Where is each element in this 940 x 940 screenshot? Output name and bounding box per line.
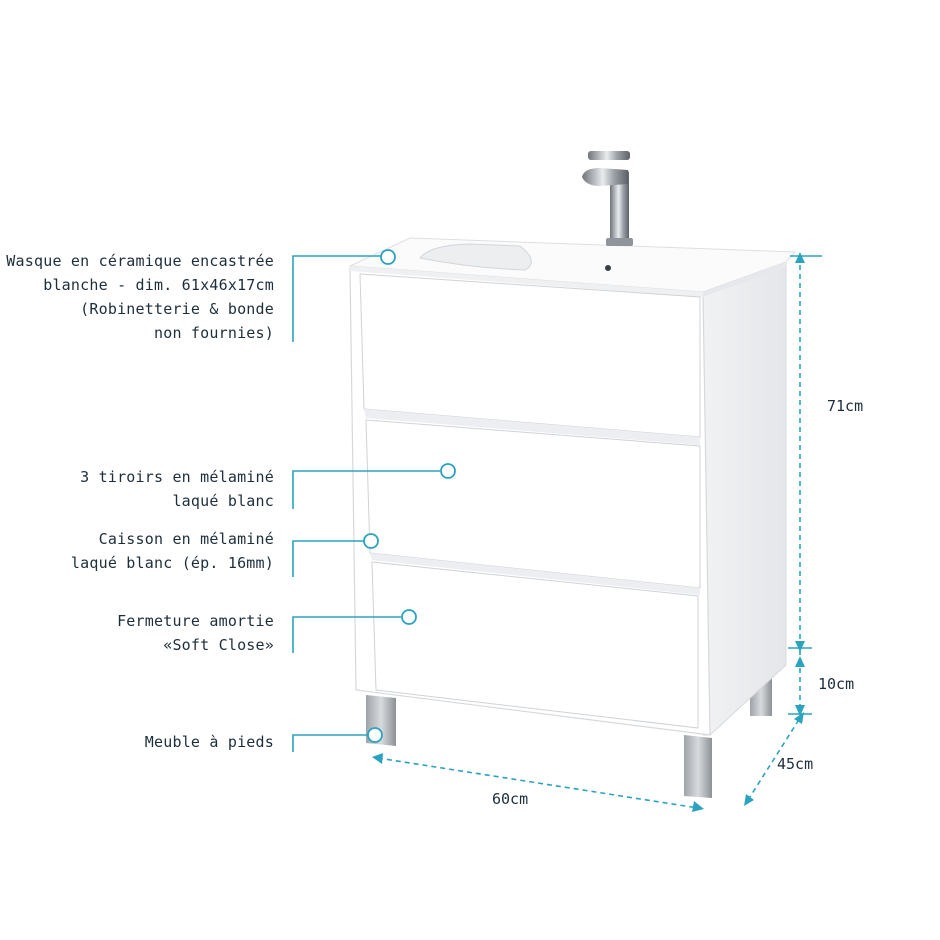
dimension-height-body: 71cm	[827, 397, 864, 415]
callout-markers	[363, 249, 456, 743]
dimension-depth: 45cm	[777, 755, 814, 773]
dimension-arrows	[372, 252, 805, 812]
drawer-top	[359, 273, 701, 445]
callout-wasque-label: Wasque en céramique encastrée blanche - …	[6, 252, 274, 342]
drawer-bottom	[371, 561, 699, 729]
dimension-height-legs: 10cm	[818, 675, 855, 693]
callout-tiroirs-label: 3 tiroirs en mélaminé laqué blanc	[80, 468, 274, 510]
callout-pieds-label: Meuble à pieds	[144, 733, 274, 751]
faucet	[582, 151, 633, 246]
dimension-ticks	[788, 255, 822, 715]
dimension-width: 60cm	[492, 790, 529, 808]
basin-bowl	[419, 243, 532, 271]
drawer-middle	[365, 419, 701, 595]
callout-leaders	[292, 255, 440, 752]
cabinet-side	[702, 261, 787, 736]
callout-fermeture-label: Fermeture amortie «Soft Close»	[117, 612, 274, 654]
callout-caisson-label: Caisson en mélaminé laqué blanc (ép. 16m…	[70, 530, 274, 572]
